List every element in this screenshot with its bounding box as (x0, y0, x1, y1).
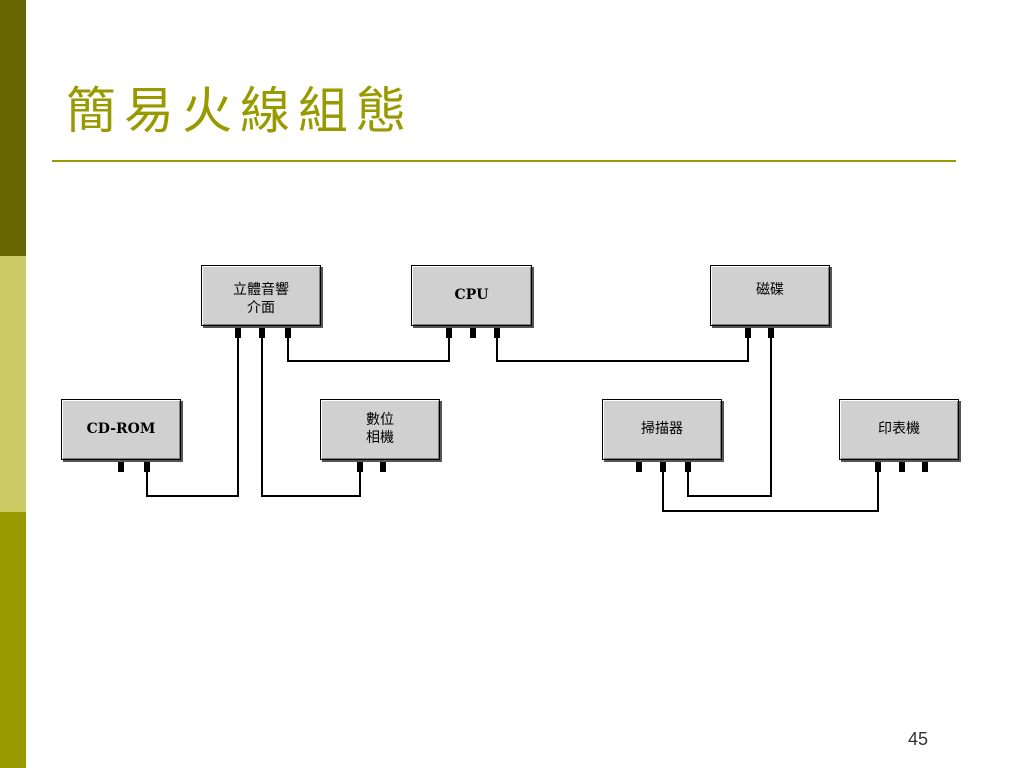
node-stereo-interface: 立體音響 介面 (201, 265, 321, 326)
port-cpu-3 (494, 324, 500, 338)
node-cpu: CPU (411, 265, 532, 326)
node-cdrom-label: CD-ROM (86, 420, 156, 437)
node-printer-label: 印表機 (878, 420, 920, 437)
link-cpu-disk (496, 331, 749, 362)
port-scanner-3 (685, 458, 691, 472)
port-sound-3 (285, 324, 291, 338)
port-printer-1 (875, 458, 881, 472)
port-camera-1 (357, 458, 363, 472)
port-cdrom-1 (118, 458, 124, 472)
port-printer-3 (922, 458, 928, 472)
node-disk: 磁碟 (710, 265, 830, 326)
port-cpu-1 (446, 324, 452, 338)
link-sound-cpu (287, 331, 450, 362)
page-number: 45 (908, 729, 929, 749)
title-divider (52, 160, 956, 162)
link-cdrom-sound (146, 331, 239, 497)
node-printer: 印表機 (839, 399, 959, 460)
port-camera-2 (380, 458, 386, 472)
node-digital-camera-label: 數位 相機 (366, 412, 394, 446)
link-disk-scanner (687, 331, 772, 497)
node-cdrom: CD-ROM (61, 399, 181, 460)
port-cpu-2 (470, 324, 476, 338)
port-connectors (118, 324, 928, 472)
port-printer-2 (899, 458, 905, 472)
sidebar-light-band (0, 256, 26, 512)
sidebar-olive-band (0, 512, 26, 768)
node-cpu-label: CPU (454, 286, 489, 303)
port-sound-1 (235, 324, 241, 338)
node-scanner: 掃描器 (602, 399, 722, 460)
port-scanner-2 (660, 458, 666, 472)
link-sound-camera (261, 331, 361, 497)
sidebar-dark-band (0, 0, 26, 256)
node-disk-label: 磁碟 (756, 282, 784, 298)
port-scanner-1 (636, 458, 642, 472)
node-scanner-label: 掃描器 (641, 420, 683, 437)
port-disk-2 (768, 324, 774, 338)
slide-title: 簡易火線組態 (66, 82, 414, 140)
port-disk-1 (745, 324, 751, 338)
connection-lines (146, 331, 879, 512)
port-sound-2 (259, 324, 265, 338)
node-stereo-interface-label: 立體音響 介面 (233, 282, 289, 316)
node-digital-camera: 數位 相機 (320, 399, 440, 460)
port-cdrom-2 (144, 458, 150, 472)
link-scanner-printer (662, 466, 879, 512)
